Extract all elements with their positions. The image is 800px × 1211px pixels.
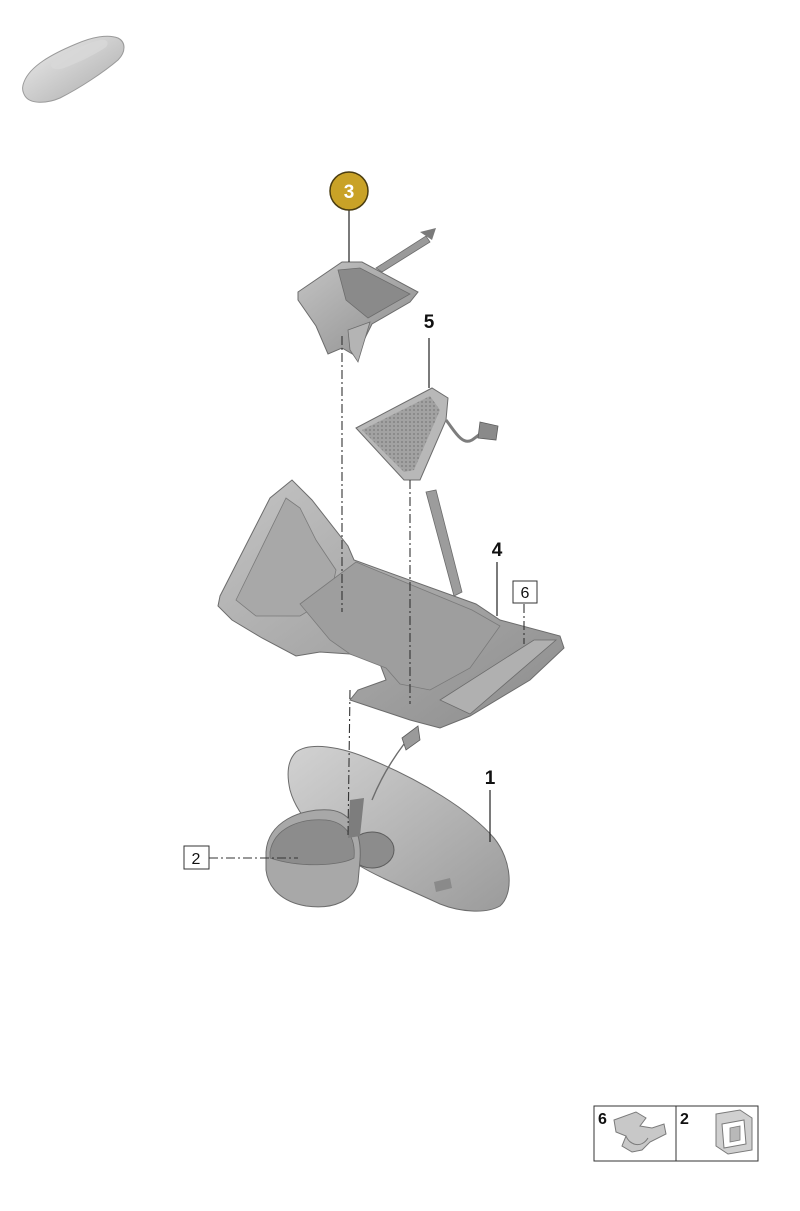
callout-4-label[interactable]: 4 xyxy=(492,540,503,561)
callout-3-circle xyxy=(329,171,369,211)
fastener-legend: 6 2 xyxy=(593,1105,759,1162)
clip-icon xyxy=(613,1111,667,1153)
car-thumbnail-icon xyxy=(22,35,125,103)
legend-label-2: 2 xyxy=(680,1111,689,1128)
sensor-part xyxy=(355,387,499,481)
leader-lines xyxy=(348,209,498,842)
callout-6-label: 6 xyxy=(521,585,530,602)
callout-3[interactable]: 3 xyxy=(329,171,369,211)
camera-cover-part xyxy=(297,228,436,363)
callout-5-label[interactable]: 5 xyxy=(424,312,435,333)
rear-view-mirror-part xyxy=(265,725,510,912)
callout-1-label[interactable]: 1 xyxy=(485,768,496,789)
callout-2-label: 2 xyxy=(192,851,201,868)
callout-2-box[interactable]: 2 xyxy=(183,845,210,870)
trim-cover-part xyxy=(217,479,565,729)
callout-3-label: 3 xyxy=(344,182,355,203)
bracket-icon xyxy=(715,1109,753,1155)
assembly-lines xyxy=(209,336,525,859)
callout-6-box[interactable]: 6 xyxy=(512,580,538,604)
legend-label-6: 6 xyxy=(598,1111,607,1128)
